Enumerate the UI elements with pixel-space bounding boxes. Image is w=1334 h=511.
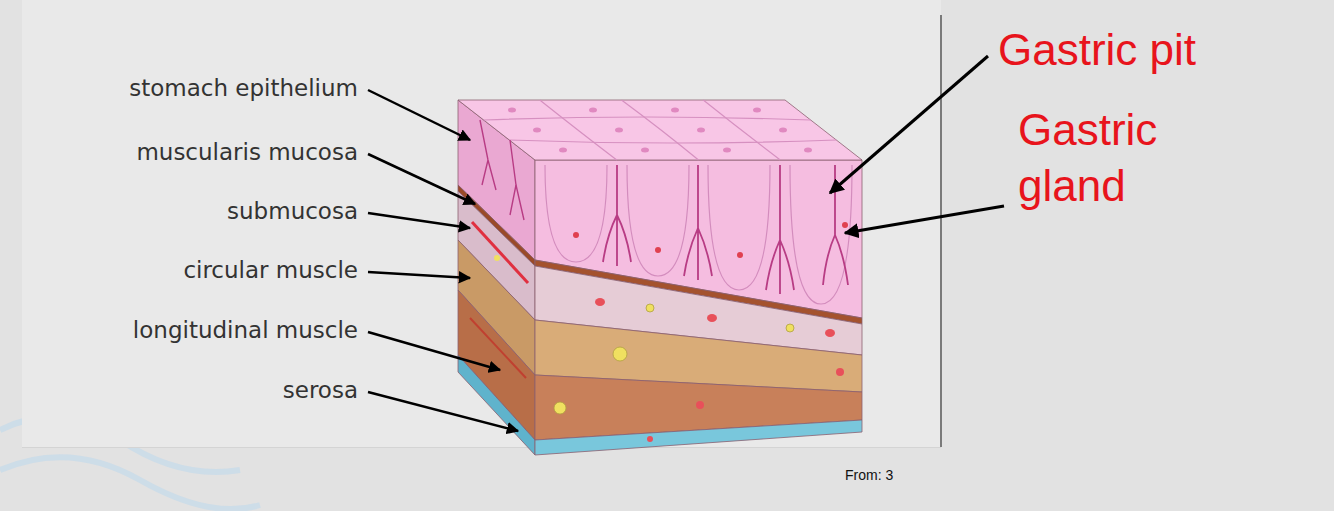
layer-label: circular muscle [183,256,358,284]
layer-label: longitudinal muscle [133,316,358,344]
gastric-glands-side [480,120,524,220]
layer-label: submucosa [227,197,358,225]
callout-label: Gastric pit [998,22,1196,78]
layer-label: muscularis mucosa [136,138,358,166]
tissue-block-front-face [535,160,862,455]
gastric-glands [545,165,852,304]
panel-border [940,15,942,447]
panel-border [22,447,941,448]
leader-lines [368,56,1004,431]
layer-label: serosa [283,376,358,404]
figure-panel [22,0,941,447]
layer-label: stomach epithelium [129,74,358,102]
vessels [470,222,844,442]
source-note: From: 3 [845,466,893,484]
callout-label: Gastric gland [1018,102,1238,214]
tissue-block-top-face [458,100,862,160]
